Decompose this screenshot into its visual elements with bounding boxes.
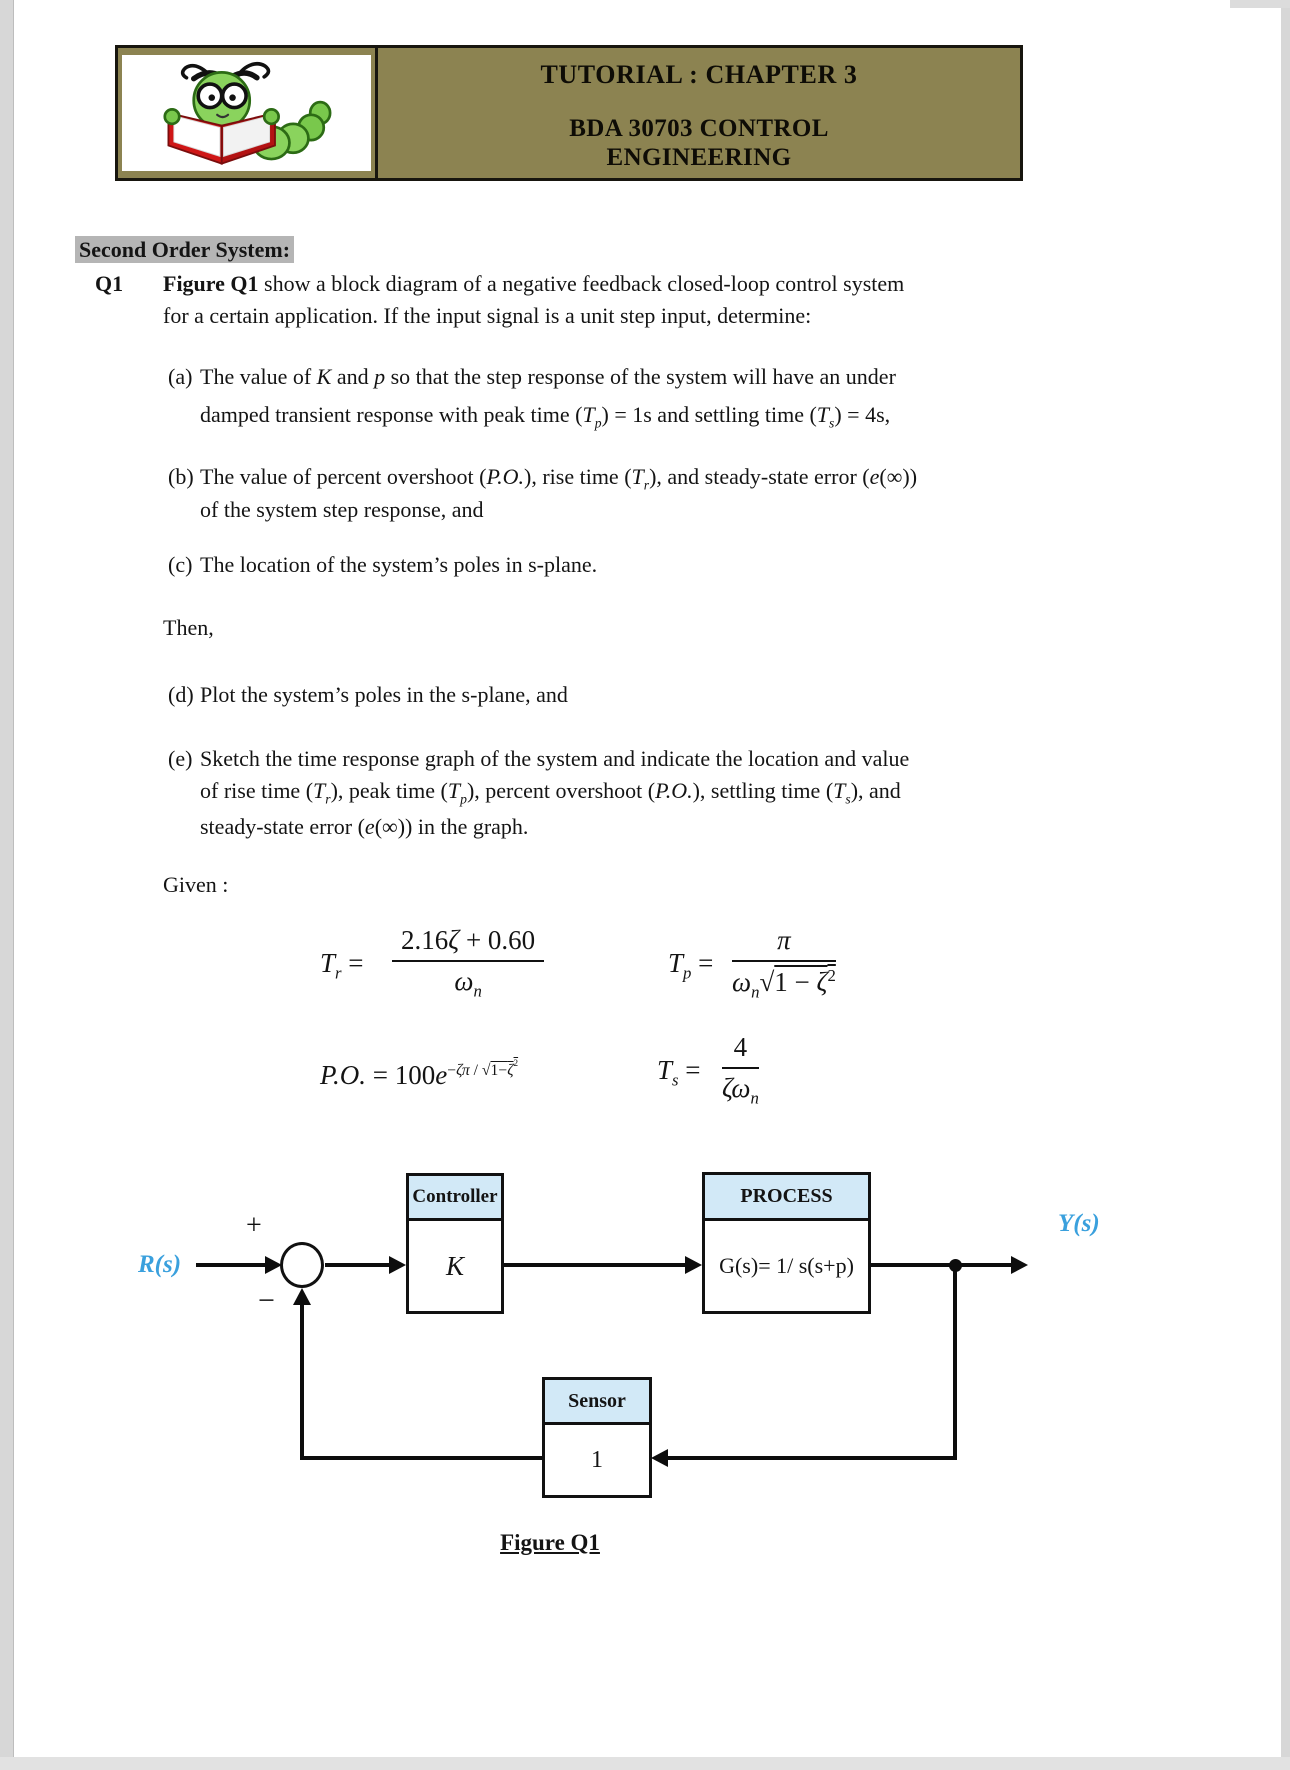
tp-formula-fraction: π ωn√1 − ζ2 bbox=[732, 925, 836, 1002]
ts-denominator: ζωn bbox=[722, 1073, 759, 1108]
banner-text-cell: TUTORIAL : CHAPTER 3 BDA 30703 CONTROL E… bbox=[378, 48, 1020, 178]
feedback-arrowhead-icon bbox=[293, 1288, 311, 1305]
question-number: Q1 bbox=[95, 271, 124, 296]
process-block: PROCESS G(s)= 1/ s(s+p) bbox=[702, 1172, 871, 1314]
minus-sign: − bbox=[258, 1284, 275, 1317]
given-text: Given : bbox=[163, 872, 229, 897]
page-edge-top-right bbox=[1230, 0, 1290, 8]
item-b-line1: The value of percent overshoot (P.O.), r… bbox=[200, 464, 918, 493]
course-line1: BDA 30703 CONTROL bbox=[569, 115, 829, 142]
item-e-line1: Sketch the time response graph of the sy… bbox=[200, 746, 910, 771]
ts-formula-fraction: 4 ζωn bbox=[722, 1032, 759, 1108]
item-a-line2: damped transient response with peak time… bbox=[200, 402, 891, 431]
q1-intro-line1: Figure Q1 show a block diagram of a nega… bbox=[163, 271, 905, 296]
item-c-label: (c) bbox=[168, 552, 193, 577]
header-banner: TUTORIAL : CHAPTER 3 BDA 30703 CONTROL E… bbox=[115, 45, 1023, 181]
course-line2: ENGINEERING bbox=[606, 144, 792, 171]
sensor-header: Sensor bbox=[545, 1380, 649, 1425]
feedback-left-line bbox=[300, 1456, 542, 1460]
page-edge-left bbox=[0, 0, 14, 1770]
sum-to-controller-line bbox=[325, 1263, 391, 1267]
sensor-block: Sensor 1 bbox=[542, 1377, 652, 1498]
controller-arrowhead-icon bbox=[389, 1256, 406, 1274]
po-formula: P.O. = 100e−ζπ / √1−ζ2 bbox=[320, 1058, 519, 1090]
banner-image-cell bbox=[118, 48, 378, 178]
page-edge-right bbox=[1281, 0, 1290, 1770]
tr-formula-fraction: 2.16ζ + 0.60 ωn bbox=[392, 925, 545, 1001]
tr-numerator: 2.16ζ + 0.60 bbox=[392, 925, 545, 962]
tp-denominator: ωn√1 − ζ2 bbox=[732, 966, 836, 1002]
input-line bbox=[196, 1263, 266, 1267]
item-e-line3: steady-state error (e(∞)) in the graph. bbox=[200, 814, 529, 839]
output-arrowhead-icon bbox=[1011, 1256, 1028, 1274]
controller-to-process-line bbox=[504, 1263, 686, 1267]
controller-block: Controller K bbox=[406, 1173, 504, 1314]
item-d-line1: Plot the system’s poles in the s-plane, … bbox=[200, 682, 568, 707]
then-text: Then, bbox=[163, 615, 214, 640]
item-e-label: (e) bbox=[168, 746, 193, 771]
ts-numerator: 4 bbox=[722, 1032, 759, 1069]
output-line bbox=[871, 1263, 1013, 1267]
tp-numerator: π bbox=[732, 925, 836, 962]
tr-formula-lhs: Tr = bbox=[320, 948, 364, 983]
item-b-label: (b) bbox=[168, 464, 194, 489]
item-a-line1: The value of K and p so that the step re… bbox=[200, 364, 896, 389]
sensor-gain: 1 bbox=[591, 1446, 603, 1473]
bookworm-illustration bbox=[122, 55, 371, 171]
item-d-label: (d) bbox=[168, 682, 194, 707]
feedback-down-line bbox=[953, 1265, 957, 1460]
item-c-line1: The location of the system’s poles in s-… bbox=[200, 552, 598, 577]
feedback-right-line bbox=[667, 1456, 957, 1460]
process-header: PROCESS bbox=[705, 1175, 868, 1221]
figure-caption: Figure Q1 bbox=[500, 1530, 600, 1555]
page-edge-bottom bbox=[0, 1757, 1290, 1770]
input-arrowhead-icon bbox=[265, 1256, 282, 1274]
output-signal-label: Y(s) bbox=[1058, 1210, 1100, 1237]
feedback-up-line bbox=[300, 1303, 304, 1460]
tp-formula-lhs: Tp = bbox=[668, 948, 714, 983]
tr-denominator: ωn bbox=[454, 966, 482, 1001]
plus-sign: + bbox=[246, 1210, 262, 1241]
ts-formula-lhs: Ts = bbox=[657, 1055, 701, 1090]
process-transfer-function: G(s)= 1/ s(s+p) bbox=[719, 1253, 854, 1278]
course-title: BDA 30703 CONTROL ENGINEERING bbox=[378, 114, 1020, 172]
controller-header: Controller bbox=[409, 1176, 501, 1221]
input-signal-label: R(s) bbox=[138, 1251, 182, 1278]
controller-gain: K bbox=[445, 1250, 464, 1281]
item-b-line2: of the system step response, and bbox=[200, 497, 484, 522]
process-arrowhead-icon bbox=[685, 1256, 702, 1274]
sensor-arrowhead-icon bbox=[651, 1449, 668, 1467]
item-a-label: (a) bbox=[168, 364, 193, 389]
q1-intro-line2: for a certain application. If the input … bbox=[163, 303, 812, 328]
summing-junction bbox=[280, 1242, 324, 1288]
section-heading: Second Order System: bbox=[75, 236, 295, 263]
bookworm-icon bbox=[162, 62, 331, 165]
tutorial-title: TUTORIAL : CHAPTER 3 bbox=[540, 60, 858, 89]
item-e-line2: of rise time (Tr), peak time (Tp), perce… bbox=[200, 778, 901, 807]
